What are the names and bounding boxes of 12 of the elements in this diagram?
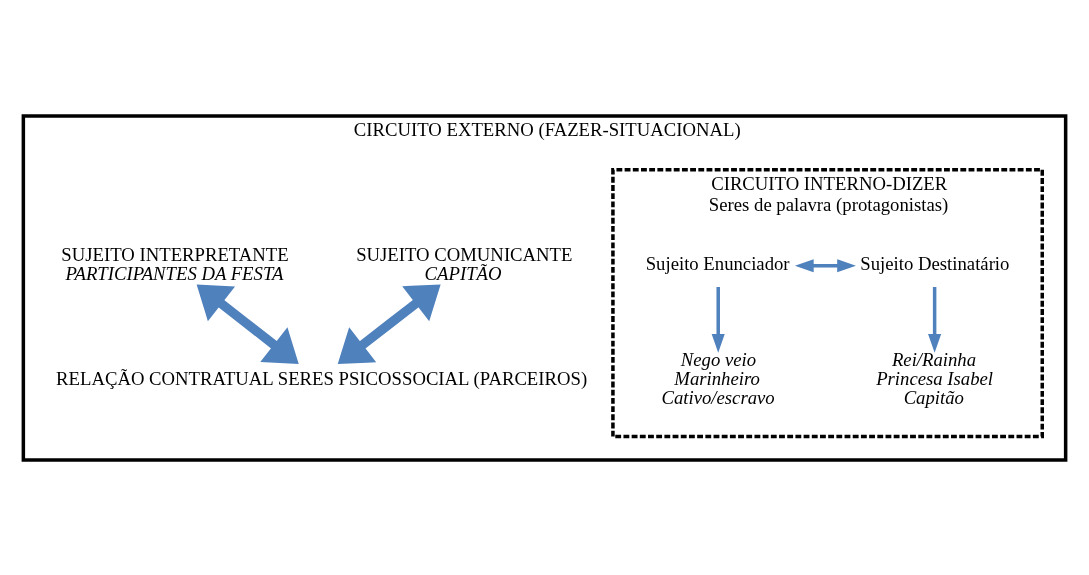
arrow [337, 283, 441, 364]
node-text: RELAÇÃO CONTRATUAL SERES PSICOSSOCIAL (PARCEIROS) [56, 367, 588, 389]
arrow [196, 283, 299, 364]
node-text: Sujeito Enunciador [645, 252, 790, 274]
arrow [928, 286, 942, 353]
node-text: SUJEITO INTERPRETANTE PARTICIPANTES DA FESTA [61, 243, 289, 284]
node-text: Nego veio Marinheiro Cativo/escravo [661, 348, 775, 408]
node-text: SUJEITO COMUNICANTE CAPITÃO [356, 243, 573, 284]
arrow [711, 286, 725, 353]
node-text: Sujeito Destinatário [860, 252, 1010, 274]
node-text: Rei/Rainha Princesa Isabel Capitão [876, 348, 994, 408]
arrow [794, 258, 856, 272]
